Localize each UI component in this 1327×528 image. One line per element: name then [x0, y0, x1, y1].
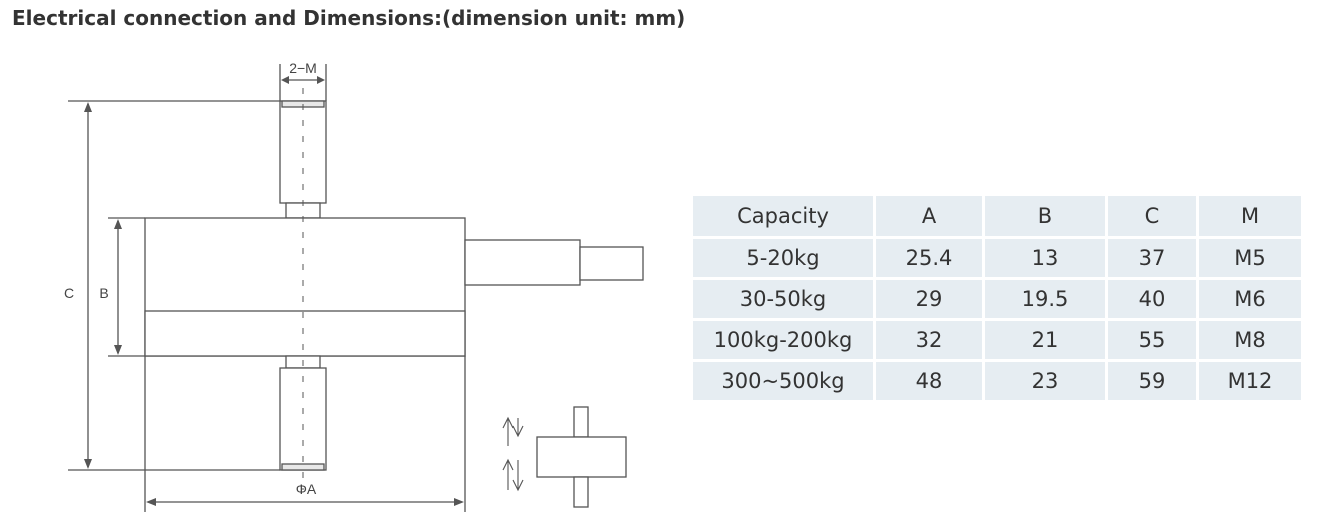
- header-capacity: Capacity: [693, 196, 873, 236]
- cell-b: 23: [985, 362, 1105, 400]
- bottom-stud-cap: [281, 463, 325, 471]
- sensor-body-lower-band: [144, 310, 466, 357]
- cable-gland: [464, 239, 581, 286]
- mini-top-stud: [573, 406, 589, 438]
- cell-c: 37: [1108, 239, 1196, 277]
- header-a: A: [876, 196, 982, 236]
- table-row: 100kg-200kg 32 21 55 M8: [693, 321, 1301, 359]
- header-b: B: [985, 196, 1105, 236]
- cell-a: 32: [876, 321, 982, 359]
- cell-b: 19.5: [985, 280, 1105, 318]
- table-header-row: Capacity A B C M: [693, 196, 1301, 236]
- cell-capacity: 100kg-200kg: [693, 321, 873, 359]
- table-row: 30-50kg 29 19.5 40 M6: [693, 280, 1301, 318]
- label-c: C: [64, 285, 74, 301]
- mini-bottom-stud: [573, 476, 589, 508]
- mini-body: [536, 436, 627, 478]
- page-title: Electrical connection and Dimensions:(di…: [12, 6, 686, 30]
- dimension-table: Capacity A B C M 5-20kg 25.4 13 37 M5 30…: [690, 193, 1304, 403]
- cell-m: M5: [1199, 239, 1301, 277]
- cell-a: 29: [876, 280, 982, 318]
- cell-c: 40: [1108, 280, 1196, 318]
- cell-m: M6: [1199, 280, 1301, 318]
- cell-capacity: 5-20kg: [693, 239, 873, 277]
- cell-c: 55: [1108, 321, 1196, 359]
- label-phi-a: ΦA: [296, 481, 317, 497]
- header-c: C: [1108, 196, 1196, 236]
- cable-end: [579, 246, 644, 281]
- load-direction-arrows: [502, 416, 524, 492]
- table-row: 300~500kg 48 23 59 M12: [693, 362, 1301, 400]
- table-row: 5-20kg 25.4 13 37 M5: [693, 239, 1301, 277]
- cell-c: 59: [1108, 362, 1196, 400]
- cell-b: 13: [985, 239, 1105, 277]
- cell-capacity: 300~500kg: [693, 362, 873, 400]
- label-2m: 2−M: [289, 60, 317, 76]
- cell-m: M12: [1199, 362, 1301, 400]
- cell-b: 21: [985, 321, 1105, 359]
- bottom-stud: [279, 367, 327, 471]
- cell-a: 25.4: [876, 239, 982, 277]
- cell-a: 48: [876, 362, 982, 400]
- cell-m: M8: [1199, 321, 1301, 359]
- cell-capacity: 30-50kg: [693, 280, 873, 318]
- header-m: M: [1199, 196, 1301, 236]
- label-b: B: [99, 285, 108, 301]
